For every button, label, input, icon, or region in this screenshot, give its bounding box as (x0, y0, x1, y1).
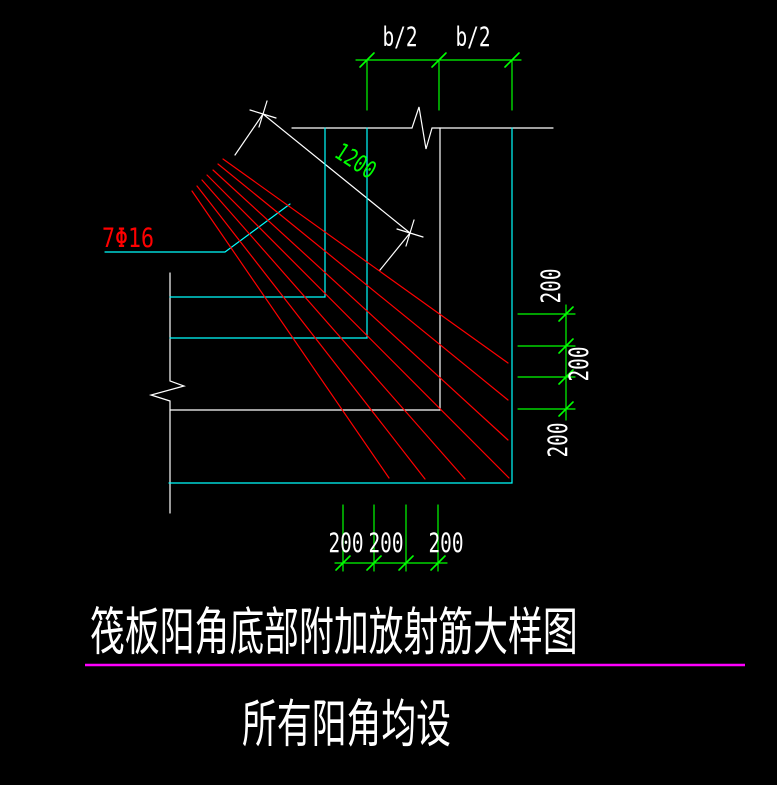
dim-bottom-ticks (335, 555, 446, 571)
subtitle-text: 所有阳角均设 (242, 695, 451, 755)
dim-right-label-3: 200 (542, 422, 574, 457)
dim-diagonal-extension-bottom (379, 232, 411, 271)
dim-right-group (517, 304, 576, 421)
dim-diagonal-line (262, 113, 411, 234)
dim-diagonal-extension-top (234, 113, 264, 156)
rebar-line-1 (222, 158, 509, 364)
rebar-line-3 (212, 169, 509, 441)
step-edge-inner (169, 127, 326, 298)
dim-top-ticks (359, 52, 520, 68)
rebar-line-4 (206, 174, 510, 479)
rebar-line-7 (191, 190, 390, 479)
radiating-rebar-group (191, 158, 510, 480)
title-text: 筏板阳角底部附加放射筋大样图 (90, 603, 578, 663)
step-edge-middle (169, 127, 368, 339)
dim-bottom-label-1: 200 (328, 527, 363, 559)
dim-top-label-1: b/2 (382, 21, 417, 53)
dim-right-label-1: 200 (535, 268, 567, 303)
dim-top-label-2: b/2 (455, 21, 490, 53)
outer-slab-edge (168, 127, 513, 484)
dimension-lines-group (334, 52, 576, 572)
dim-bottom-label-2: 200 (368, 527, 403, 559)
dim-bottom-label-3: 200 (428, 527, 463, 559)
dim-end-marker-top (249, 100, 277, 128)
rebar-line-5 (201, 179, 466, 480)
dim-diagonal-label: 1200 (329, 138, 381, 185)
rebar-line-6 (196, 185, 426, 480)
left-edge-line-with-break (148, 272, 186, 514)
top-edge-line-with-break (291, 106, 554, 150)
dim-diagonal-group (234, 100, 424, 271)
step-edges-group (104, 127, 513, 484)
dim-right-ticks (558, 306, 574, 417)
rebar-label: 7Φ16 (102, 222, 154, 254)
dim-bottom-group (334, 504, 448, 572)
slab-outline-group (148, 106, 554, 514)
dim-end-marker-bottom (396, 219, 424, 247)
dim-right-label-2: 200 (563, 346, 595, 381)
rebar-line-2 (217, 163, 509, 401)
dim-top-group (355, 52, 522, 111)
